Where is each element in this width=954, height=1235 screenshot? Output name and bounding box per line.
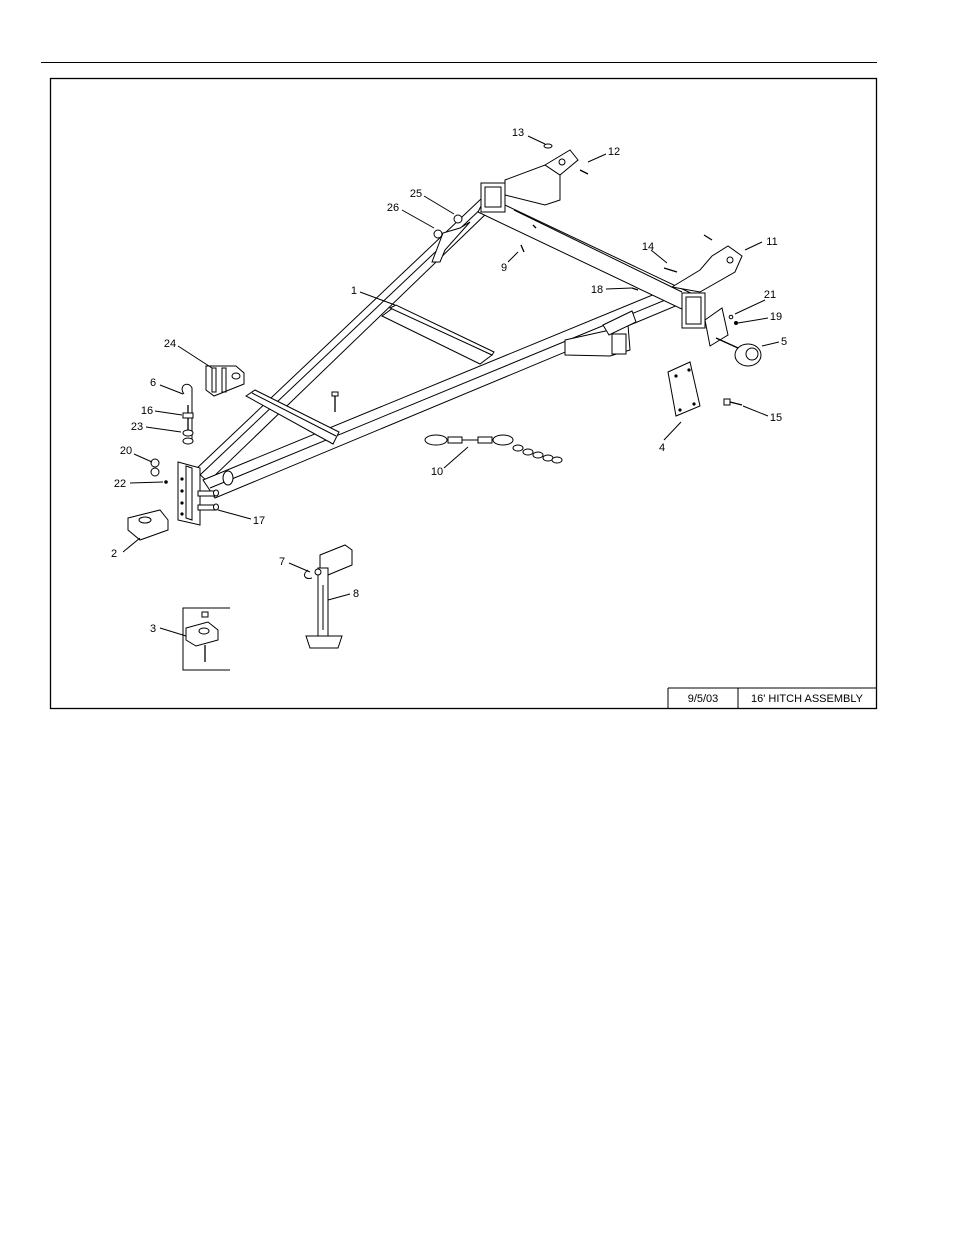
pin-hardware bbox=[181, 383, 194, 445]
callout-11: 11 bbox=[766, 236, 777, 248]
title-block: 9/5/03 16' HITCH ASSEMBLY bbox=[667, 687, 876, 708]
callout-20: 20 bbox=[120, 445, 132, 457]
callout-19: 19 bbox=[770, 311, 782, 323]
callout-21: 21 bbox=[764, 289, 776, 301]
nuts bbox=[150, 458, 168, 484]
callout-8: 8 bbox=[353, 588, 359, 600]
callout-4: 4 bbox=[659, 442, 665, 454]
part-4-plate bbox=[667, 361, 701, 417]
callout-15: 15 bbox=[770, 412, 782, 424]
callout-22: 22 bbox=[114, 478, 126, 490]
leader-lines bbox=[122, 135, 780, 637]
callout-23: 23 bbox=[131, 421, 143, 433]
callout-9: 9 bbox=[501, 262, 507, 274]
callout-18: 18 bbox=[591, 284, 603, 296]
part-2-clevis bbox=[127, 509, 169, 541]
callout-7: 7 bbox=[279, 556, 285, 568]
callout-26: 26 bbox=[387, 202, 399, 214]
callout-2: 2 bbox=[111, 548, 117, 560]
callout-labels: 1 2 3 4 5 6 7 8 9 10 11 12 13 14 15 16 1… bbox=[111, 127, 787, 635]
callout-3: 3 bbox=[150, 623, 156, 635]
callout-1: 1 bbox=[351, 285, 357, 297]
callout-16: 16 bbox=[141, 405, 153, 417]
title-block-date: 9/5/03 bbox=[688, 693, 719, 705]
small-hardware bbox=[520, 143, 743, 406]
callout-17: 17 bbox=[253, 515, 265, 527]
part-3-clevis bbox=[182, 607, 230, 671]
part-5-hub bbox=[704, 307, 762, 367]
part-24-bracket bbox=[205, 365, 245, 397]
part-10-chain bbox=[424, 434, 563, 464]
callout-6: 6 bbox=[150, 377, 156, 389]
callout-24: 24 bbox=[164, 338, 176, 350]
callout-10: 10 bbox=[431, 466, 443, 478]
callout-14: 14 bbox=[642, 241, 654, 253]
callout-13: 13 bbox=[512, 127, 524, 139]
page-header-rule bbox=[41, 62, 877, 63]
callout-12: 12 bbox=[608, 146, 620, 158]
hitch-frame bbox=[177, 149, 743, 526]
part-8-jack bbox=[304, 544, 353, 649]
part-17-bolts bbox=[197, 489, 219, 511]
drawing-border bbox=[49, 77, 878, 710]
callout-25: 25 bbox=[410, 188, 422, 200]
callout-5: 5 bbox=[781, 336, 787, 348]
title-block-title: 16' HITCH ASSEMBLY bbox=[751, 693, 864, 705]
